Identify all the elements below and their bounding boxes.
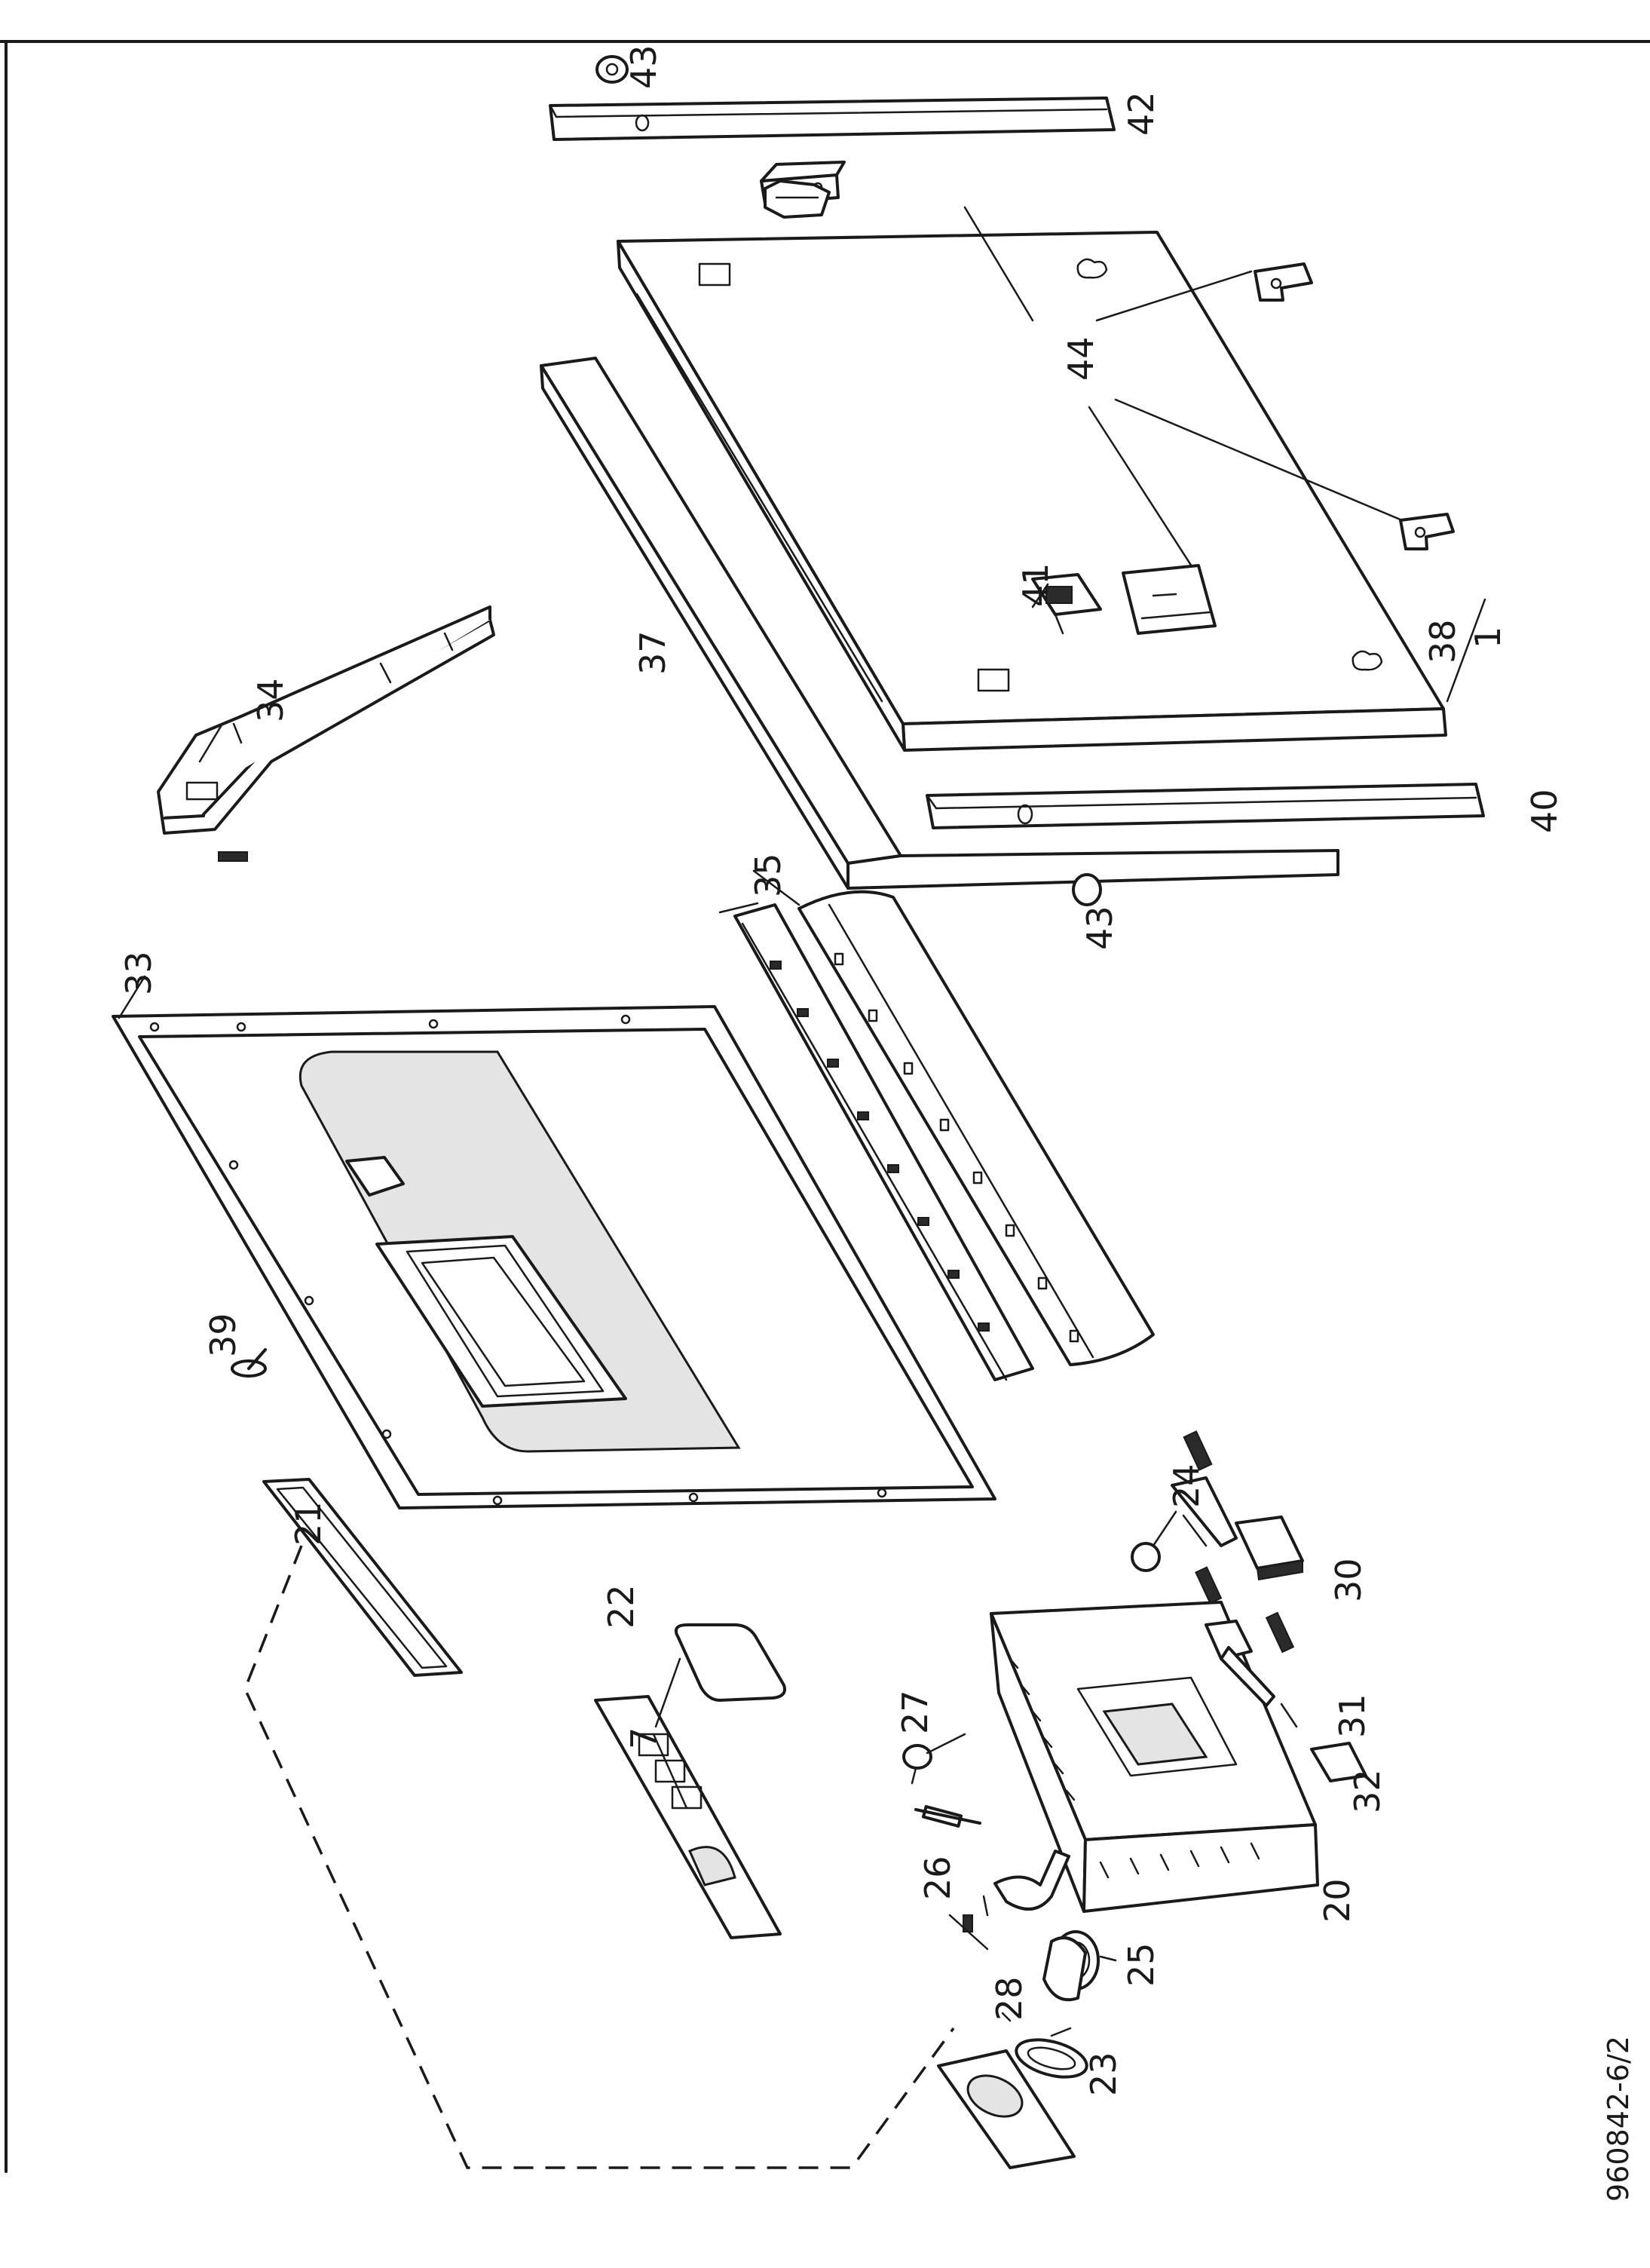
- label-20: 20: [1317, 1878, 1358, 1923]
- frame: [0, 40, 1650, 2173]
- part-30-actuator: [1235, 1516, 1304, 1581]
- part-44-leader-lines: [963, 206, 1404, 578]
- part-38-outer-door-panel: [617, 231, 1447, 752]
- part-32-clip: [1310, 1742, 1367, 1782]
- plinth-slots: [834, 952, 1079, 1343]
- part-34-insert: [218, 851, 248, 862]
- part-plinth: [797, 890, 1155, 1366]
- part-44-hinge-upper: [1254, 262, 1313, 302]
- housing-ribs: [1009, 1657, 1260, 1879]
- filter-grid: [638, 1733, 703, 1810]
- part-35-trim-strip: [733, 903, 1034, 1381]
- part-43-screw-bottom: [1072, 873, 1102, 906]
- label-35: 35: [748, 853, 788, 897]
- part-34-handle: [157, 605, 495, 835]
- label-22: 22: [601, 1584, 641, 1629]
- part-27-valve: [902, 1744, 981, 1828]
- label-leader-lines: [118, 583, 1486, 2037]
- label-27: 27: [895, 1690, 935, 1734]
- label-21: 21: [288, 1501, 329, 1546]
- label-39: 39: [203, 1313, 243, 1357]
- part-21-gasket-frame: [262, 1478, 463, 1677]
- label-26: 26: [917, 1856, 958, 1900]
- part-40-bottom-rail: [926, 783, 1485, 829]
- part-24-lever: [1131, 1430, 1238, 1572]
- label-1: 1: [1468, 627, 1508, 648]
- part-22-filter-cover: [594, 1695, 782, 1939]
- part-43-screw-top: [595, 55, 629, 84]
- label-34: 34: [250, 678, 291, 722]
- label-40: 40: [1524, 789, 1565, 833]
- part-37-inner-panel: [540, 357, 1339, 890]
- label-41: 41: [1015, 562, 1056, 607]
- label-33: 33: [118, 951, 159, 995]
- part-23-cap: [937, 2038, 1088, 2169]
- label-25: 25: [1121, 1942, 1162, 1987]
- part-20-dispenser-housing: [990, 1601, 1319, 1913]
- part-31-springs: [1195, 1566, 1295, 1707]
- label-24: 24: [1166, 1463, 1207, 1508]
- label-43-top: 43: [623, 44, 664, 89]
- label-28: 28: [989, 1976, 1030, 2021]
- label-44: 44: [1061, 336, 1101, 381]
- trim-slots: [770, 961, 990, 1332]
- label-42: 42: [1121, 91, 1162, 136]
- label-30: 30: [1328, 1558, 1369, 1602]
- label-38: 38: [1422, 619, 1463, 664]
- part-25-cap: [1042, 1930, 1100, 2002]
- part-26-spring: [948, 1914, 989, 1951]
- part-bracket-small-top: [764, 179, 831, 219]
- label-31: 31: [1332, 1693, 1373, 1738]
- part-7-seal-pad: [675, 1623, 786, 1702]
- label-32: 32: [1347, 1769, 1388, 1813]
- part-labels: 1 7 20 21 22 23 24 25 26 27 28 30 31 32 …: [118, 44, 1635, 2202]
- part-33-inner-door-liner: [112, 1005, 996, 1509]
- label-7: 7: [623, 1727, 664, 1749]
- label-23: 23: [1083, 2052, 1124, 2096]
- part-41-latch: [1031, 573, 1102, 635]
- part-elbow-nozzle: [993, 1850, 1070, 1911]
- label-43-bottom: 43: [1079, 906, 1120, 950]
- part-39-screw: [231, 1348, 267, 1378]
- part-44-hinge-lower: [1399, 513, 1455, 550]
- drawing-id: 960842-6/2: [1602, 2036, 1635, 2202]
- part-42-top-rail: [549, 97, 1116, 141]
- liner-screw-holes: [149, 1014, 887, 1506]
- assembly-dashed-line: [243, 1545, 955, 2169]
- part-latch-block: [1122, 564, 1217, 635]
- label-37: 37: [632, 630, 673, 675]
